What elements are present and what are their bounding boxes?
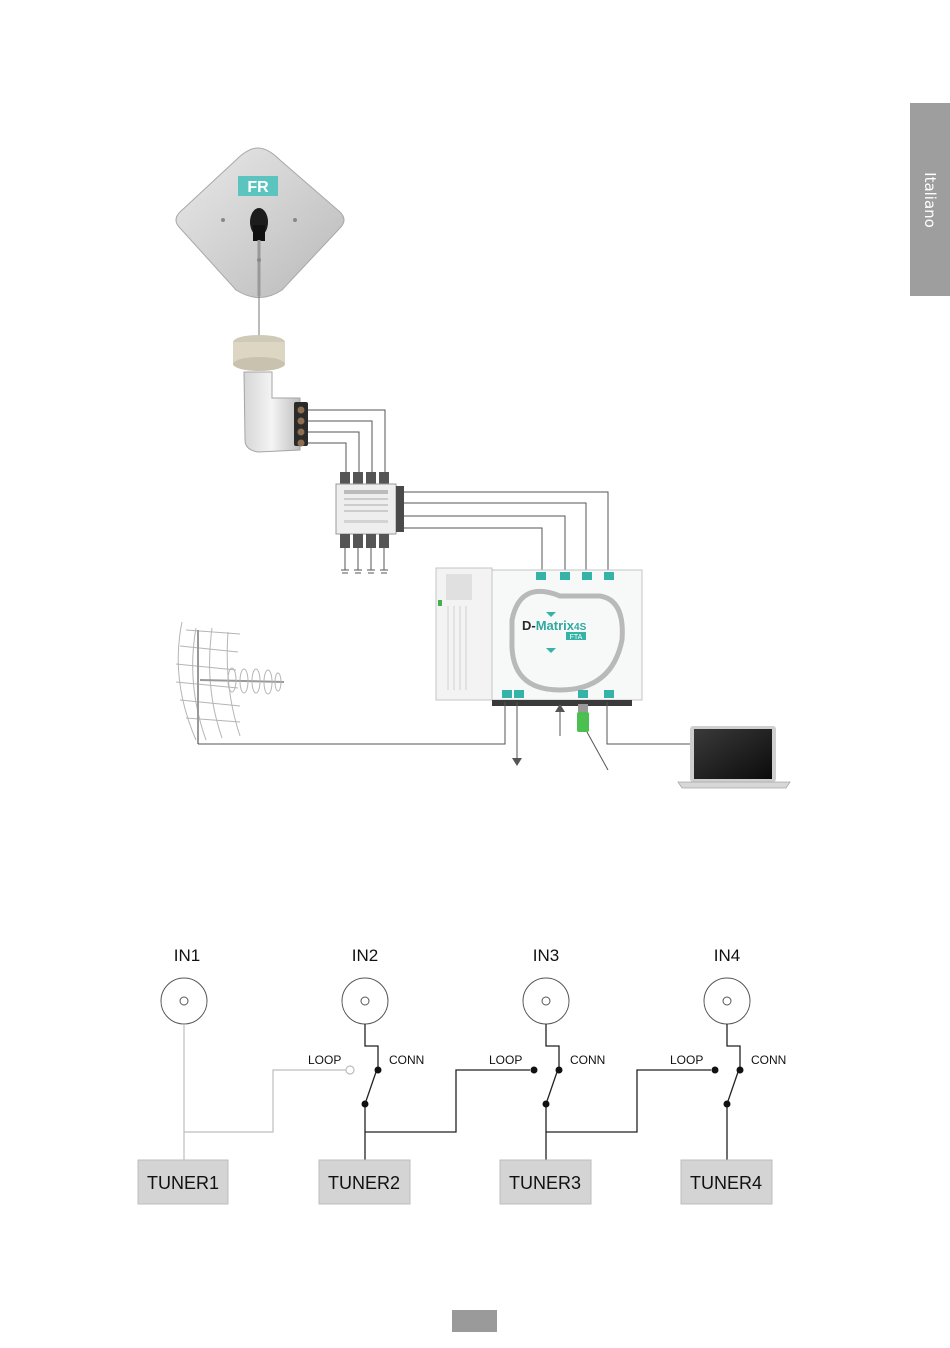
loop-label-3: LOOP	[489, 1053, 522, 1067]
output-arrow	[512, 702, 522, 766]
switch-3	[546, 1024, 711, 1160]
multiswitch	[336, 472, 404, 573]
quad-lnb	[233, 335, 308, 452]
switch-4	[727, 1024, 740, 1160]
headend-brand-suffix: 4S	[574, 622, 587, 633]
dish-logo-text: FR	[247, 179, 269, 196]
lan-cable	[607, 702, 692, 744]
input-label-1: IN1	[174, 946, 200, 965]
usb-stick	[577, 704, 608, 770]
antenna-cable	[198, 702, 505, 744]
conn-label-2: CONN	[389, 1053, 424, 1067]
tuner-label-2: TUNER2	[328, 1173, 400, 1193]
input-label-4: IN4	[714, 946, 740, 965]
satellite-dish: FR	[176, 148, 344, 298]
multiswitch-cables	[404, 492, 608, 572]
terrestrial-antenna	[176, 622, 284, 744]
tuner-label-4: TUNER4	[690, 1173, 762, 1193]
loop-label-2: LOOP	[308, 1053, 341, 1067]
input-label-3: IN3	[533, 946, 559, 965]
switch-2	[365, 1024, 530, 1160]
input-arrow	[555, 704, 565, 736]
input-label-2: IN2	[352, 946, 378, 965]
conn-label-3: CONN	[570, 1053, 605, 1067]
headend-unit: D-Matrix4S FTA	[436, 568, 642, 706]
headend-brand-prefix: D-	[522, 618, 536, 633]
page-number	[452, 1310, 497, 1332]
conn-label-4: CONN	[751, 1053, 786, 1067]
tuner-diagram: IN1 IN2 IN3 IN4	[138, 946, 786, 1204]
headend-brand-main: Matrix	[536, 618, 575, 633]
tuner-label-1: TUNER1	[147, 1173, 219, 1193]
lnb-cables	[308, 410, 385, 472]
headend-brand-badge: FTA	[570, 634, 583, 641]
loop-path-1	[184, 1024, 354, 1160]
loop-label-4: LOOP	[670, 1053, 703, 1067]
laptop	[678, 726, 790, 788]
tuner-label-3: TUNER3	[509, 1173, 581, 1193]
